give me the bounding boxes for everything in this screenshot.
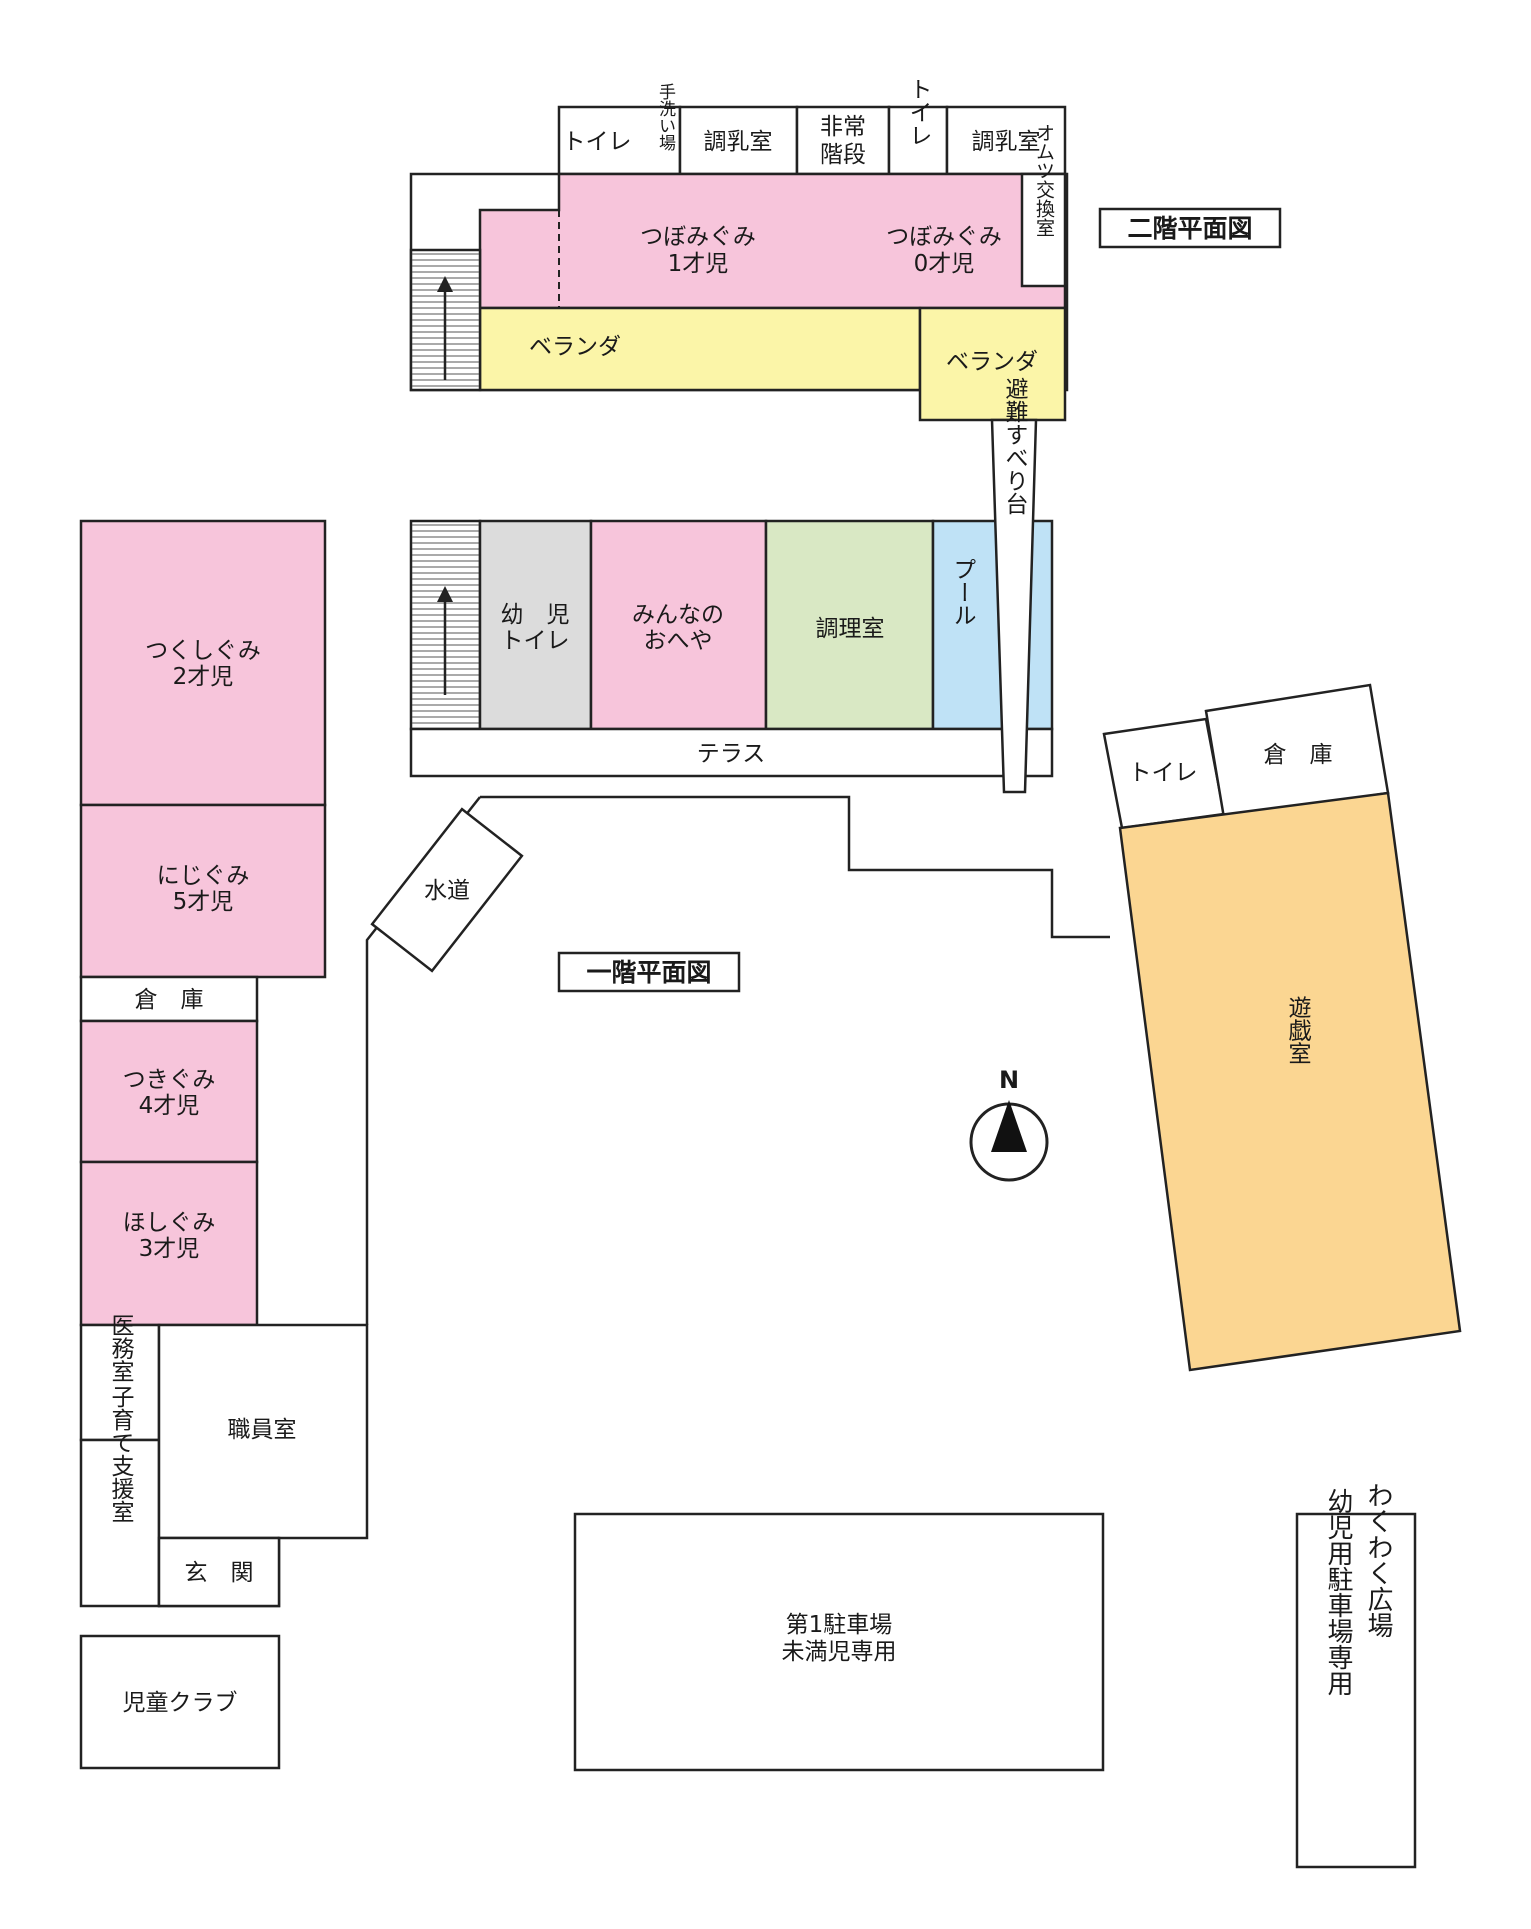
toilet-left-label: トイレ: [563, 129, 632, 155]
tsuki-room: [79, 1019, 259, 1164]
play-room-building: トイレ 倉 庫 遊戯室: [1102, 683, 1462, 1372]
tsubomi-0-label-1: つぼみぐみ: [886, 224, 1002, 250]
infant-toilet-label-1: 幼 児: [501, 602, 570, 628]
terrace-label: テラス: [697, 741, 766, 767]
outside-area: 児童クラブ 第1駐車場 未満児専用 わくわく広場 幼児用駐車場専用: [79, 1482, 1417, 1869]
tsukushi-label-2: 2才児: [173, 664, 234, 690]
kids-club-label: 児童クラブ: [123, 1690, 238, 1716]
medical-room-label: 医務室: [107, 1314, 135, 1383]
milk-room-right-label: 調乳室: [972, 129, 1041, 155]
toilet-play-label: トイレ: [1129, 760, 1198, 786]
niji-label-2: 5才児: [173, 889, 234, 915]
minna-label-1: みんなの: [632, 602, 724, 628]
veranda-left-label: ベランダ: [529, 334, 621, 360]
support-room-label: 子育て支援室: [107, 1385, 135, 1523]
kids-club-building: [79, 1634, 281, 1770]
up-arrow-icon: [437, 276, 453, 292]
second-floor-title-box: [1098, 207, 1282, 249]
terrace-area: [409, 727, 1054, 778]
evacuation-slide: [990, 418, 1038, 794]
veranda-right-label: ベランダ: [946, 349, 1038, 375]
hoshi-room: [79, 1160, 259, 1327]
up-arrow-icon: [437, 586, 453, 602]
water-tap-label: 水道: [424, 878, 470, 904]
play-room-label: 遊戯室: [1284, 996, 1312, 1065]
milk-room-left-label: 調乳室: [704, 129, 773, 155]
veranda-left-area: [478, 306, 922, 392]
toilet-narrow-label: トイレ: [905, 78, 931, 147]
tsubomi-1-label-2: 1才児: [668, 251, 729, 277]
parking-1-area: [573, 1512, 1105, 1772]
courtyard-boundary: [480, 795, 1110, 939]
tsubomi-0-label-2: 0才児: [914, 251, 975, 277]
parking-1-label-1: 第1駐車場: [786, 1612, 893, 1638]
kitchen-label: 調理室: [816, 616, 885, 642]
staff-room-label: 職員室: [228, 1417, 297, 1443]
tsuki-label-1: つきぐみ: [123, 1067, 216, 1093]
wakuwaku-area: [1295, 1512, 1417, 1869]
washroom-label: 手洗い場: [655, 83, 676, 152]
entrance-label: 玄 関: [185, 1560, 254, 1586]
storage-play-label: 倉 庫: [1264, 742, 1333, 768]
second-floor: トイレ 手洗い場 調乳室 非常 階段 トイレ 調乳室 オムツ交換室 つぼみぐみ …: [409, 78, 1282, 422]
tsubomi-1-label-1: つぼみぐみ: [640, 224, 756, 250]
first-floor-west-wing: 水道 つくしぐみ 2才児 にじぐみ 5才児 倉 庫 つきぐみ 4才児 ほしぐみ …: [79, 519, 524, 1608]
diaper-room: [1020, 172, 1067, 288]
wakuwaku-label-2: 幼児用駐車場専用: [1323, 1488, 1353, 1696]
tsuki-label-2: 4才児: [139, 1093, 200, 1119]
toilet-left-room: [557, 105, 682, 176]
play-room: [1118, 791, 1462, 1372]
infant-toilet-room: [478, 519, 593, 731]
wakuwaku-label-1: わくわく広場: [1363, 1482, 1393, 1638]
pool-label: プール: [949, 558, 975, 627]
parking-1-label-2: 未満児専用: [782, 1639, 897, 1665]
first-floor-main: 避難すべり台 幼 児 トイレ みんなの おへや 調理室 プール テラス: [409, 377, 1110, 939]
entrance-room: [157, 1536, 281, 1608]
storage-left-label: 倉 庫: [135, 987, 204, 1013]
north-compass: N: [969, 1066, 1049, 1182]
storage-left-room: [79, 975, 259, 1023]
emergency-stairs-label-1: 非常: [820, 114, 866, 140]
tsukushi-label-1: つくしぐみ: [145, 638, 261, 664]
minna-label-2: おへや: [644, 628, 713, 654]
north-label: N: [999, 1066, 1019, 1094]
niji-label-1: にじぐみ: [157, 863, 250, 889]
north-arrow-icon: [991, 1100, 1027, 1152]
milk-room-right: [945, 105, 1067, 176]
emergency-stairs-label-2: 階段: [820, 142, 866, 168]
first-floor-title: 一階平面図: [586, 958, 711, 987]
stairs-2f: [409, 248, 482, 392]
first-floor-title-box: [557, 951, 741, 993]
tsukushi-room: [79, 519, 327, 807]
water-tap-area: 水道: [370, 807, 524, 973]
hoshi-label-1: ほしぐみ: [123, 1210, 216, 1236]
infant-toilet-label-2: トイレ: [501, 628, 570, 654]
hoshi-label-2: 3才児: [139, 1236, 200, 1262]
diaper-room-label: オムツ交換室: [1033, 123, 1055, 237]
second-floor-title: 二階平面図: [1127, 214, 1252, 243]
veranda-right-area: [918, 306, 1067, 422]
evacuation-slide-label: 避難すべり台: [1001, 377, 1029, 515]
minna-room: [589, 519, 768, 731]
